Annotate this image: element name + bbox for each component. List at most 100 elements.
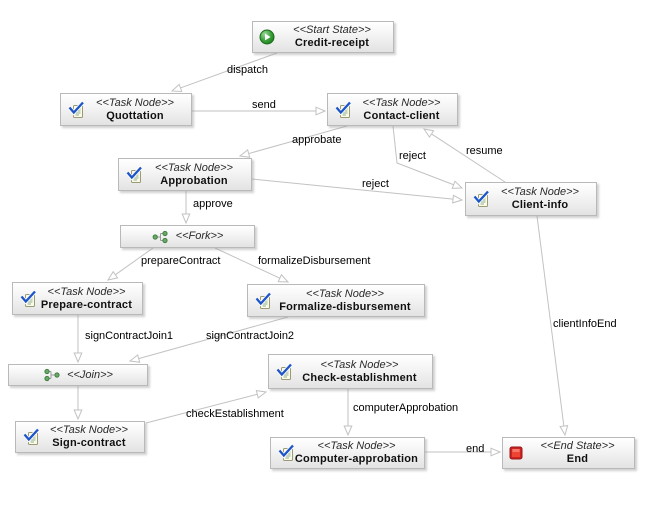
node-credit-receipt[interactable]: <<Start State>>Credit-receipt [252, 21, 394, 53]
node-stereotype: <<Task Node>> [320, 358, 399, 371]
edge-label-approbate[interactable]: approbate [292, 134, 342, 146]
edge-label-formalizeDisbursement[interactable]: formalizeDisbursement [258, 255, 371, 267]
edge-label-signContractJoin2[interactable]: signContractJoin2 [206, 330, 295, 342]
arrowhead-icon [255, 389, 268, 399]
node-end[interactable]: <<End State>>End [502, 437, 635, 469]
node-stereotype: <<Task Node>> [47, 285, 126, 298]
task-node-icon [22, 428, 41, 446]
edge-reject [251, 178, 464, 204]
node-contact-client[interactable]: <<Task Node>>Contact-client [327, 93, 458, 126]
edge-label-reject[interactable]: reject [362, 178, 389, 190]
edge-label-reject[interactable]: reject [399, 150, 426, 162]
fork-icon [152, 230, 170, 244]
edge-label-resume[interactable]: resume [466, 145, 503, 157]
task-node-icon [275, 362, 294, 381]
arrowhead-icon [170, 83, 183, 93]
arrowhead-icon [490, 447, 502, 457]
arrowhead-icon [238, 149, 251, 158]
edge-computerApprobation [343, 389, 353, 437]
node-sign-contract[interactable]: <<Task Node>>Sign-contract [15, 421, 145, 453]
arrowhead-icon [559, 424, 569, 437]
edge-label-send[interactable]: send [252, 99, 276, 111]
node-name: Approbation [160, 174, 228, 187]
node-stereotype: <<End State>> [540, 440, 615, 452]
edge-label-end[interactable]: end [466, 443, 485, 455]
edge-label-signContractJoin1[interactable]: signContractJoin1 [85, 330, 174, 342]
node-text: <<Start State>>Credit-receipt [253, 24, 393, 50]
node-text: <<Task Node>>Client-info [466, 186, 596, 212]
node-name: Formalize-disbursement [279, 300, 411, 313]
node-text: <<Task Node>>Approbation [119, 162, 251, 188]
arrowhead-icon [181, 213, 191, 225]
task-node-icon [334, 100, 353, 119]
node-text: <<Task Node>>Quottation [61, 97, 191, 123]
node-stereotype: <<Start State>> [293, 24, 371, 36]
node-text: <<Join>> [67, 369, 113, 382]
task-node-icon [19, 289, 38, 308]
edge-join-to-sign-contract [73, 386, 83, 421]
node-quottation[interactable]: <<Task Node>>Quottation [60, 93, 192, 126]
arrowhead-icon [73, 409, 83, 421]
node-check-establishment[interactable]: <<Task Node>>Check-establishment [268, 354, 433, 389]
node-text: <<Task Node>>Prepare-contract [13, 286, 142, 312]
edge-formalizeDisbursement [214, 247, 290, 283]
edge-signContractJoin2 [128, 316, 289, 363]
edge-checkEstablishment [145, 389, 268, 424]
arrowhead-icon [106, 270, 119, 281]
node-text: <<End State>>End [503, 440, 634, 466]
arrowhead-icon [315, 106, 327, 116]
node-prepare-contract[interactable]: <<Task Node>>Prepare-contract [12, 282, 143, 315]
edge-label-dispatch[interactable]: dispatch [227, 64, 268, 76]
arrowhead-icon [343, 425, 353, 437]
node-stereotype: <<Task Node>> [362, 96, 441, 109]
node-formalize-disbursement[interactable]: <<Task Node>>Formalize-disbursement [247, 284, 425, 317]
node-name: Check-establishment [302, 371, 417, 384]
node-stereotype: <<Task Node>> [501, 186, 579, 198]
edge-label-prepareContract[interactable]: prepareContract [141, 255, 221, 267]
node-client-info[interactable]: <<Task Node>>Client-info [465, 182, 597, 216]
node-stereotype: <<Task Node>> [155, 161, 233, 174]
end-state-icon [509, 446, 523, 460]
arrowhead-icon [277, 273, 290, 283]
node-join[interactable]: <<Join>> [8, 364, 148, 386]
node-name: Credit-receipt [294, 37, 370, 49]
edge-send [192, 106, 327, 116]
node-text: <<Task Node>>Computer-approbation [271, 440, 424, 466]
task-node-icon [125, 165, 144, 184]
node-stereotype: <<Task Node>> [50, 424, 128, 436]
node-stereotype: <<Task Node>> [306, 287, 384, 300]
arrowhead-icon [451, 180, 464, 189]
edge-label-checkEstablishment[interactable]: checkEstablishment [186, 408, 284, 420]
node-computer-approbation[interactable]: <<Task Node>>Computer-approbation [270, 437, 425, 469]
node-text: <<Fork>> [176, 230, 224, 243]
task-node-icon [67, 100, 86, 119]
task-node-icon [472, 190, 491, 208]
node-approbation[interactable]: <<Task Node>>Approbation [118, 158, 252, 191]
edge-label-clientInfoEnd[interactable]: clientInfoEnd [553, 318, 617, 330]
node-name: Client-info [511, 199, 569, 211]
edge-label-approve[interactable]: approve [193, 198, 233, 210]
node-stereotype: <<Task Node>> [317, 440, 396, 452]
node-name: Computer-approbation [294, 453, 419, 465]
edge-approbate [238, 125, 348, 158]
arrowhead-icon [73, 352, 83, 364]
edge-approve [181, 191, 191, 225]
edge-prepareContract [106, 247, 154, 281]
node-stereotype: <<Task Node>> [96, 96, 174, 109]
edge-resume [422, 128, 506, 183]
arrowhead-icon [128, 354, 141, 363]
edge-label-computerApprobation[interactable]: computerApprobation [353, 402, 459, 414]
node-stereotype: <<Join>> [67, 368, 113, 381]
edge-clientInfoEnd [536, 215, 569, 437]
edge-dispatch [170, 52, 278, 93]
arrowhead-icon [422, 128, 435, 139]
node-fork[interactable]: <<Fork>> [120, 225, 255, 248]
node-name: Contact-client [363, 109, 440, 122]
node-text: <<Task Node>>Formalize-disbursement [248, 288, 424, 314]
node-text: <<Task Node>>Sign-contract [16, 424, 144, 450]
node-text: <<Task Node>>Check-establishment [269, 359, 432, 385]
